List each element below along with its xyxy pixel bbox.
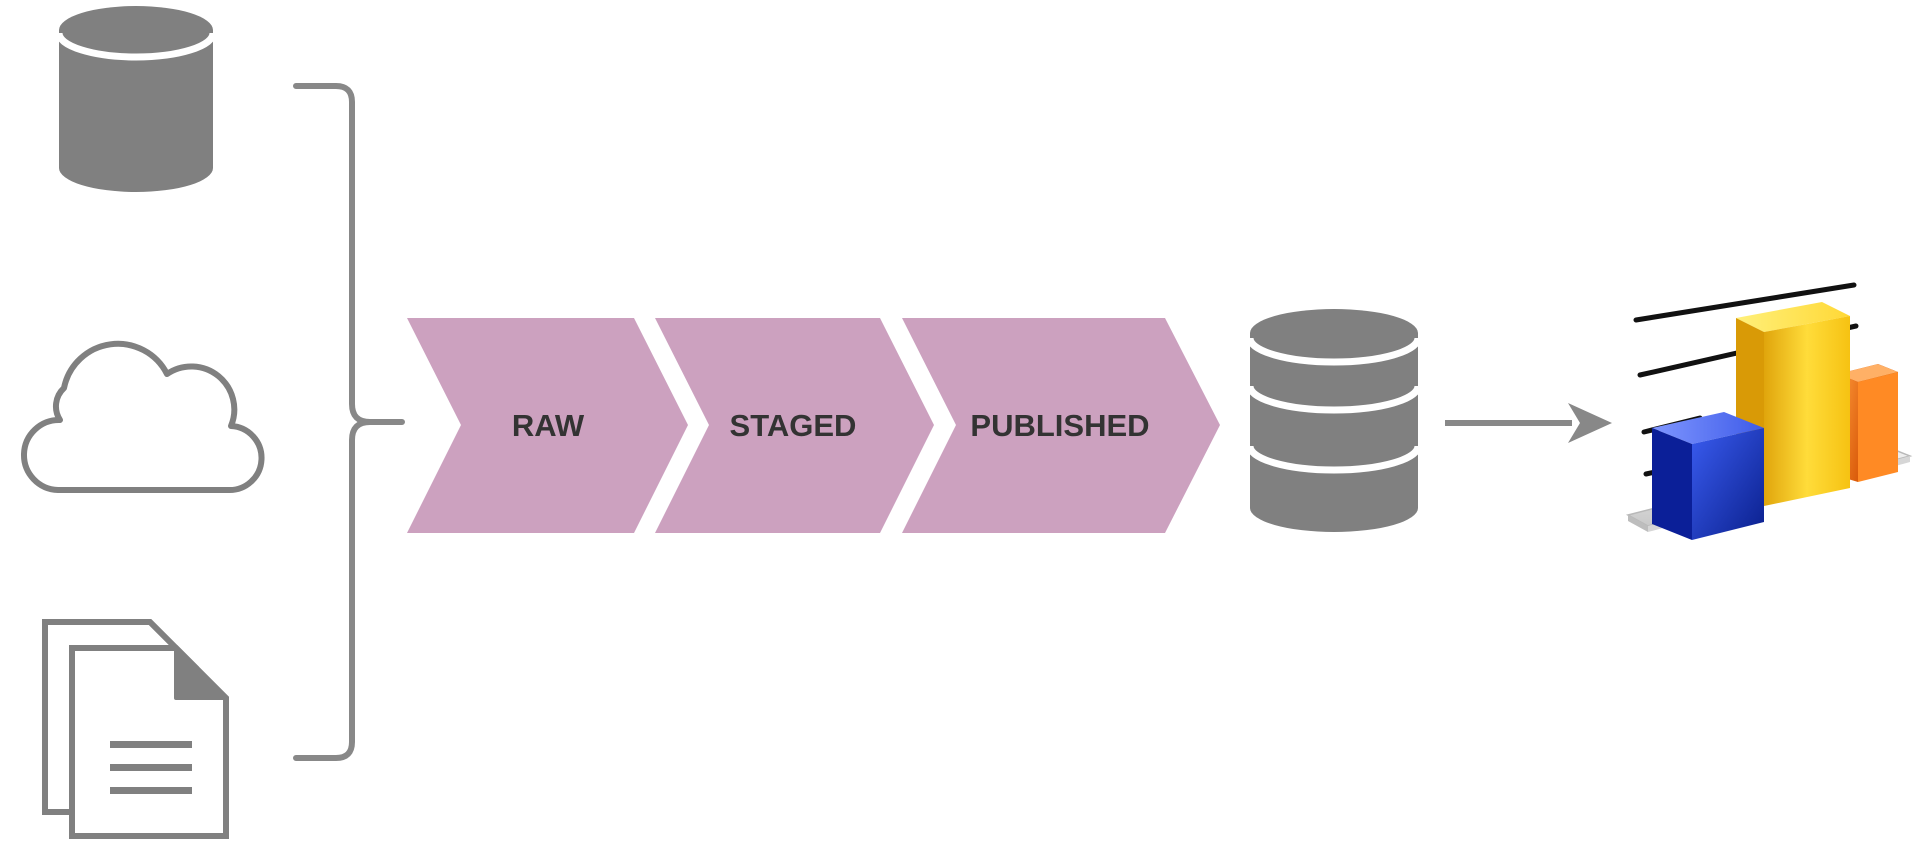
sources-brace — [293, 83, 405, 761]
stage-staged-label: STAGED — [730, 408, 857, 443]
database-icon — [55, 6, 217, 192]
documents-icon — [42, 619, 229, 839]
stage-published-label: PUBLISHED — [970, 408, 1149, 443]
stage-published: PUBLISHED — [902, 318, 1220, 533]
stage-raw: RAW — [407, 318, 688, 533]
stacked-database-icon — [1246, 309, 1422, 532]
cloud-icon — [21, 340, 265, 494]
bar-chart-3d-icon — [1625, 282, 1913, 540]
stage-raw-label: RAW — [512, 408, 585, 443]
arrow-right-icon — [1445, 403, 1612, 443]
stage-staged: STAGED — [655, 318, 934, 533]
